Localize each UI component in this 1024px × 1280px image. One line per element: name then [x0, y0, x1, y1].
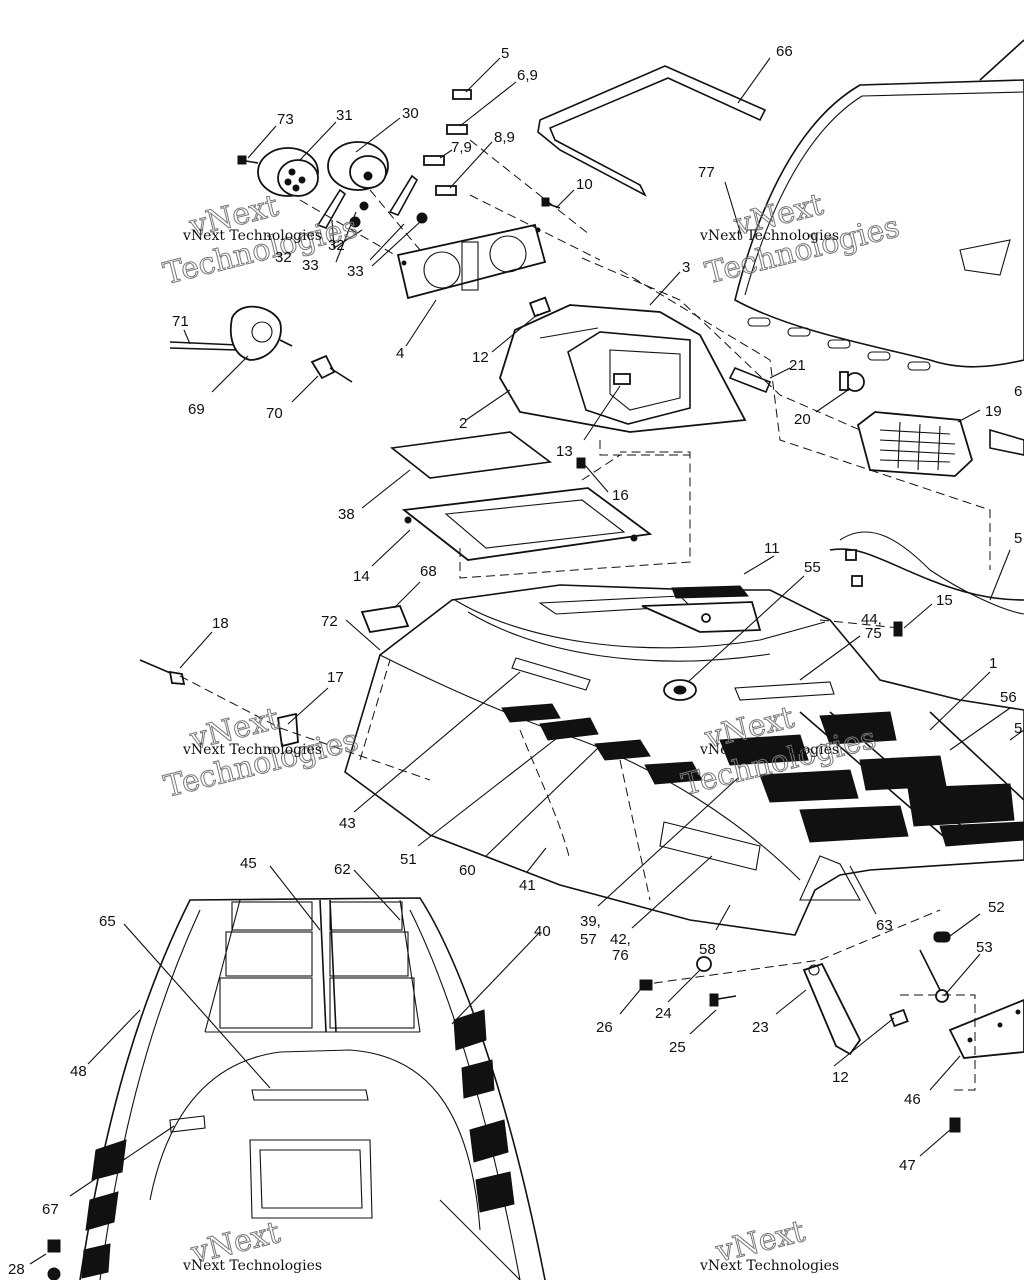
callout-58: 58 — [699, 941, 716, 958]
callout-42-76a: 42, — [610, 931, 631, 948]
callout-60: 60 — [459, 862, 476, 879]
callout-70: 70 — [266, 405, 283, 422]
callout-5r: 5 — [1014, 530, 1022, 547]
gauge-30 — [327, 141, 389, 191]
gauge-31 — [257, 147, 319, 197]
callout-46: 46 — [904, 1091, 921, 1108]
callout-68: 68 — [420, 563, 437, 580]
callout-2: 2 — [459, 415, 467, 432]
callout-31: 31 — [336, 107, 353, 124]
callout-67: 67 — [42, 1201, 59, 1218]
callout-10: 10 — [576, 176, 593, 193]
watermark-text: vNext Technologies — [182, 1258, 322, 1274]
callout-25: 25 — [669, 1039, 686, 1056]
callout-19: 19 — [985, 403, 1002, 420]
callout-44-75b: 75 — [865, 625, 882, 642]
callout-labels: 66 5 6,9 7,9 8,9 73 31 30 10 77 3 32 33 … — [8, 43, 1022, 1278]
callout-48: 48 — [70, 1063, 87, 1080]
callout-63: 63 — [876, 917, 893, 934]
watermark-text: vNext Technologies — [699, 742, 839, 758]
callout-51: 51 — [400, 851, 417, 868]
console-housing — [499, 304, 747, 433]
watermark-text: vNext Technologies — [699, 1258, 839, 1274]
callout-40: 40 — [534, 923, 551, 940]
callout-72: 72 — [321, 613, 338, 630]
leader-lines — [29, 57, 1024, 1280]
key-switch — [229, 305, 282, 361]
callout-62: 62 — [334, 861, 351, 878]
callout-44-75a: 44, — [861, 611, 882, 628]
callout-24: 24 — [655, 1005, 672, 1022]
callout-65: 65 — [99, 913, 116, 930]
gauge-panel — [396, 223, 547, 300]
callout-39-57a: 39, — [580, 913, 601, 930]
callout-14: 14 — [353, 568, 370, 585]
callout-33b: 33 — [347, 263, 364, 280]
callout-6r: 6 — [1014, 383, 1022, 400]
callout-1: 1 — [989, 655, 997, 672]
callout-12b: 12 — [832, 1069, 849, 1086]
watermark-text: vNext Technologies — [182, 228, 322, 244]
callout-38: 38 — [338, 506, 355, 523]
callout-20: 20 — [794, 411, 811, 428]
callout-77: 77 — [698, 164, 715, 181]
callout-55: 55 — [804, 559, 821, 576]
callout-4: 4 — [396, 345, 404, 362]
callout-18: 18 — [212, 615, 229, 632]
callout-16: 16 — [612, 487, 629, 504]
callout-33a: 33 — [302, 257, 319, 274]
windshield-trim-strip — [537, 65, 767, 197]
callout-6-9: 6,9 — [517, 67, 538, 84]
callout-13: 13 — [556, 443, 573, 460]
callout-52: 52 — [988, 899, 1005, 916]
callout-71: 71 — [172, 313, 189, 330]
callout-8-9: 8,9 — [494, 129, 515, 146]
insulation-pad — [390, 431, 553, 479]
callout-26: 26 — [596, 1019, 613, 1036]
callout-41: 41 — [519, 877, 536, 894]
callout-21: 21 — [789, 357, 806, 374]
callout-69: 69 — [188, 401, 205, 418]
callout-30: 30 — [402, 105, 419, 122]
hood-shell — [344, 584, 1024, 936]
callout-39-57b: 57 — [580, 931, 597, 948]
callout-11: 11 — [764, 540, 780, 557]
callout-73: 73 — [277, 111, 294, 128]
callout-17: 17 — [327, 669, 344, 686]
callout-23: 23 — [752, 1019, 769, 1036]
callout-7-9: 7,9 — [451, 139, 472, 156]
callout-45: 45 — [240, 855, 257, 872]
watermark-text: vNext Technologies — [182, 742, 322, 758]
callout-32b: 32 — [328, 237, 345, 254]
callout-15: 15 — [936, 592, 953, 609]
windshield — [734, 79, 1024, 368]
callout-5: 5 — [501, 45, 509, 62]
callout-56: 56 — [1000, 689, 1017, 706]
line-art — [47, 39, 1024, 1280]
callout-5r2: 5 — [1014, 720, 1022, 737]
callout-3: 3 — [682, 259, 690, 276]
callout-28: 28 — [8, 1261, 25, 1278]
callout-32a: 32 — [275, 249, 292, 266]
callout-43: 43 — [339, 815, 356, 832]
callout-12a: 12 — [472, 349, 489, 366]
callout-53: 53 — [976, 939, 993, 956]
console-tray — [401, 487, 653, 561]
callout-66: 66 — [776, 43, 793, 60]
callout-42-76b: 76 — [612, 947, 629, 964]
callout-47: 47 — [899, 1157, 916, 1174]
watermark-text: vNext Technologies — [699, 228, 839, 244]
